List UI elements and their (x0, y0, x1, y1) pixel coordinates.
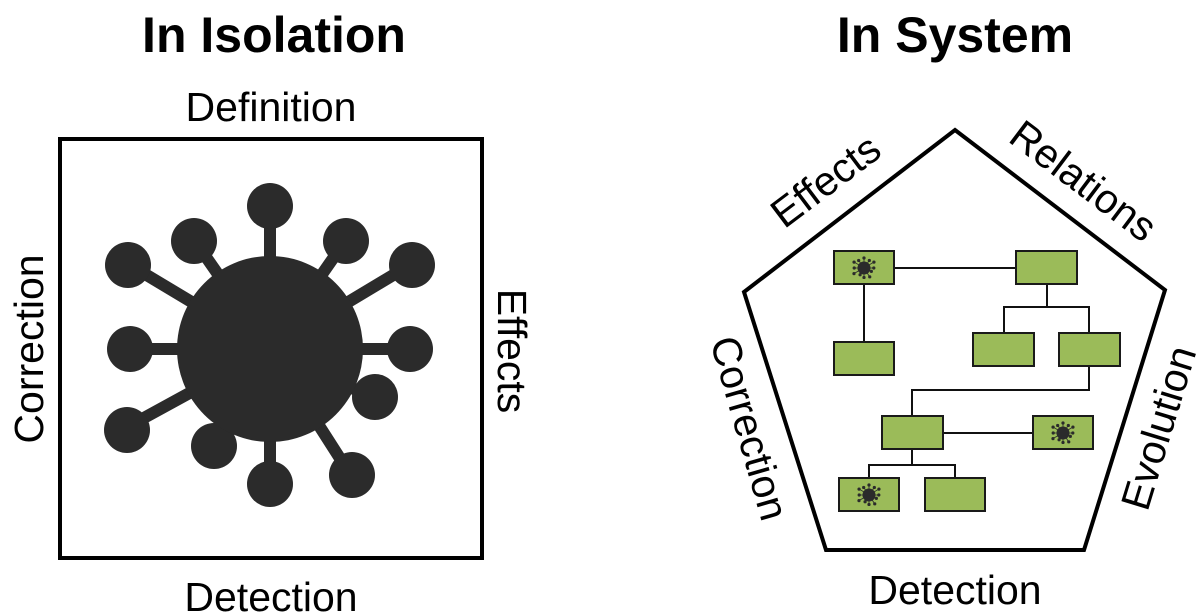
right-label-detection: Detection (868, 567, 1041, 613)
isolation-square (58, 137, 484, 560)
system-box (881, 415, 944, 450)
left-title: In Isolation (142, 7, 406, 63)
system-box (1015, 250, 1078, 285)
system-box (1058, 332, 1121, 367)
virus-icon (104, 183, 435, 507)
left-label-correction: Correction (6, 254, 52, 443)
system-box (924, 477, 986, 512)
left-label-detection: Detection (184, 574, 357, 616)
right-label-effects: Effects (762, 125, 889, 237)
left-label-definition: Definition (186, 84, 357, 130)
system-box (833, 341, 895, 376)
left-label-effects: Effects (489, 289, 535, 414)
right-label-correction: Correction (701, 331, 797, 525)
right-label-evolution: Evolution (1112, 341, 1202, 516)
system-pentagon (741, 127, 1168, 552)
right-title: In System (837, 7, 1073, 63)
system-box (972, 332, 1035, 367)
system-connectors (863, 267, 1090, 478)
